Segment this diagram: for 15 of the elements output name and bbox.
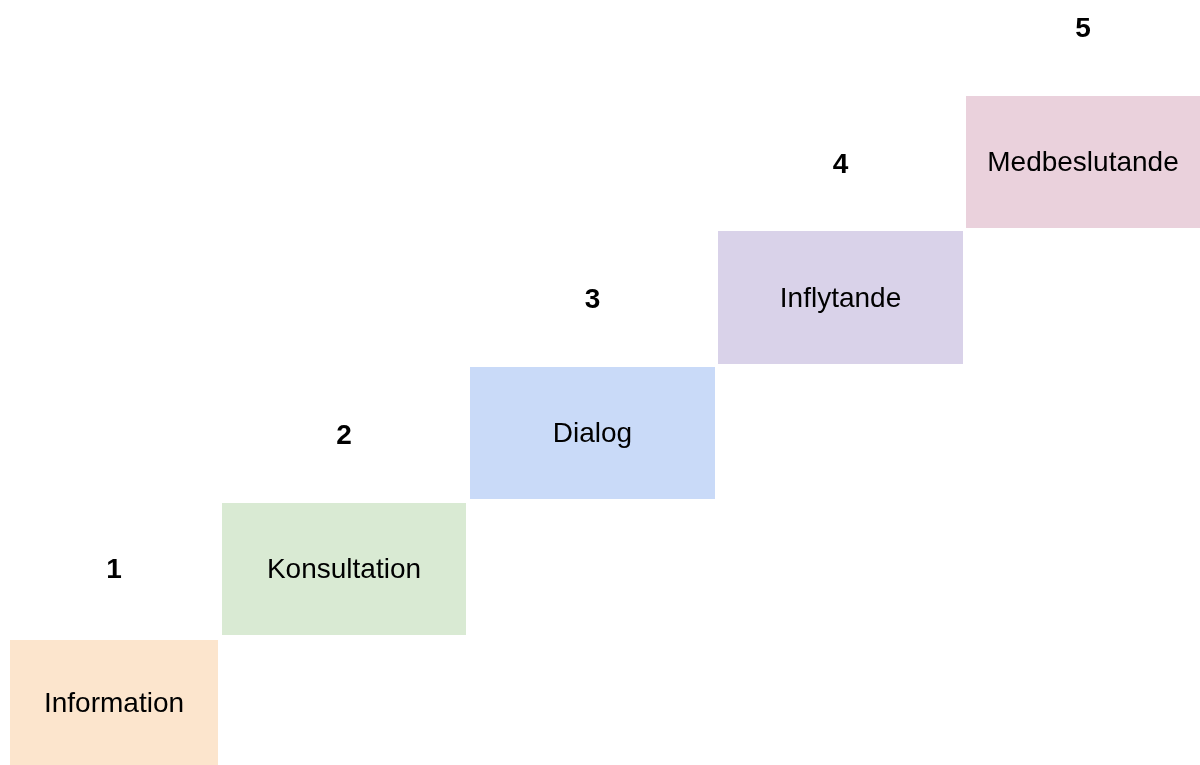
step-number: 3	[584, 283, 601, 315]
step-number: 1	[106, 552, 122, 585]
step-label: Inflytande	[779, 281, 902, 314]
step-number: 5	[1075, 12, 1091, 44]
step-label: Medbeslutande	[987, 146, 1179, 178]
step-box	[10, 640, 218, 765]
step-box	[470, 367, 715, 499]
step-box	[222, 503, 466, 635]
step-box	[966, 96, 1200, 228]
step-label: Information	[43, 686, 185, 719]
step-number: 2	[336, 419, 352, 451]
step-number: 4	[832, 147, 849, 180]
step-box	[718, 231, 963, 364]
step-label: Konsultation	[266, 553, 422, 585]
step-label: Dialog	[552, 417, 633, 449]
